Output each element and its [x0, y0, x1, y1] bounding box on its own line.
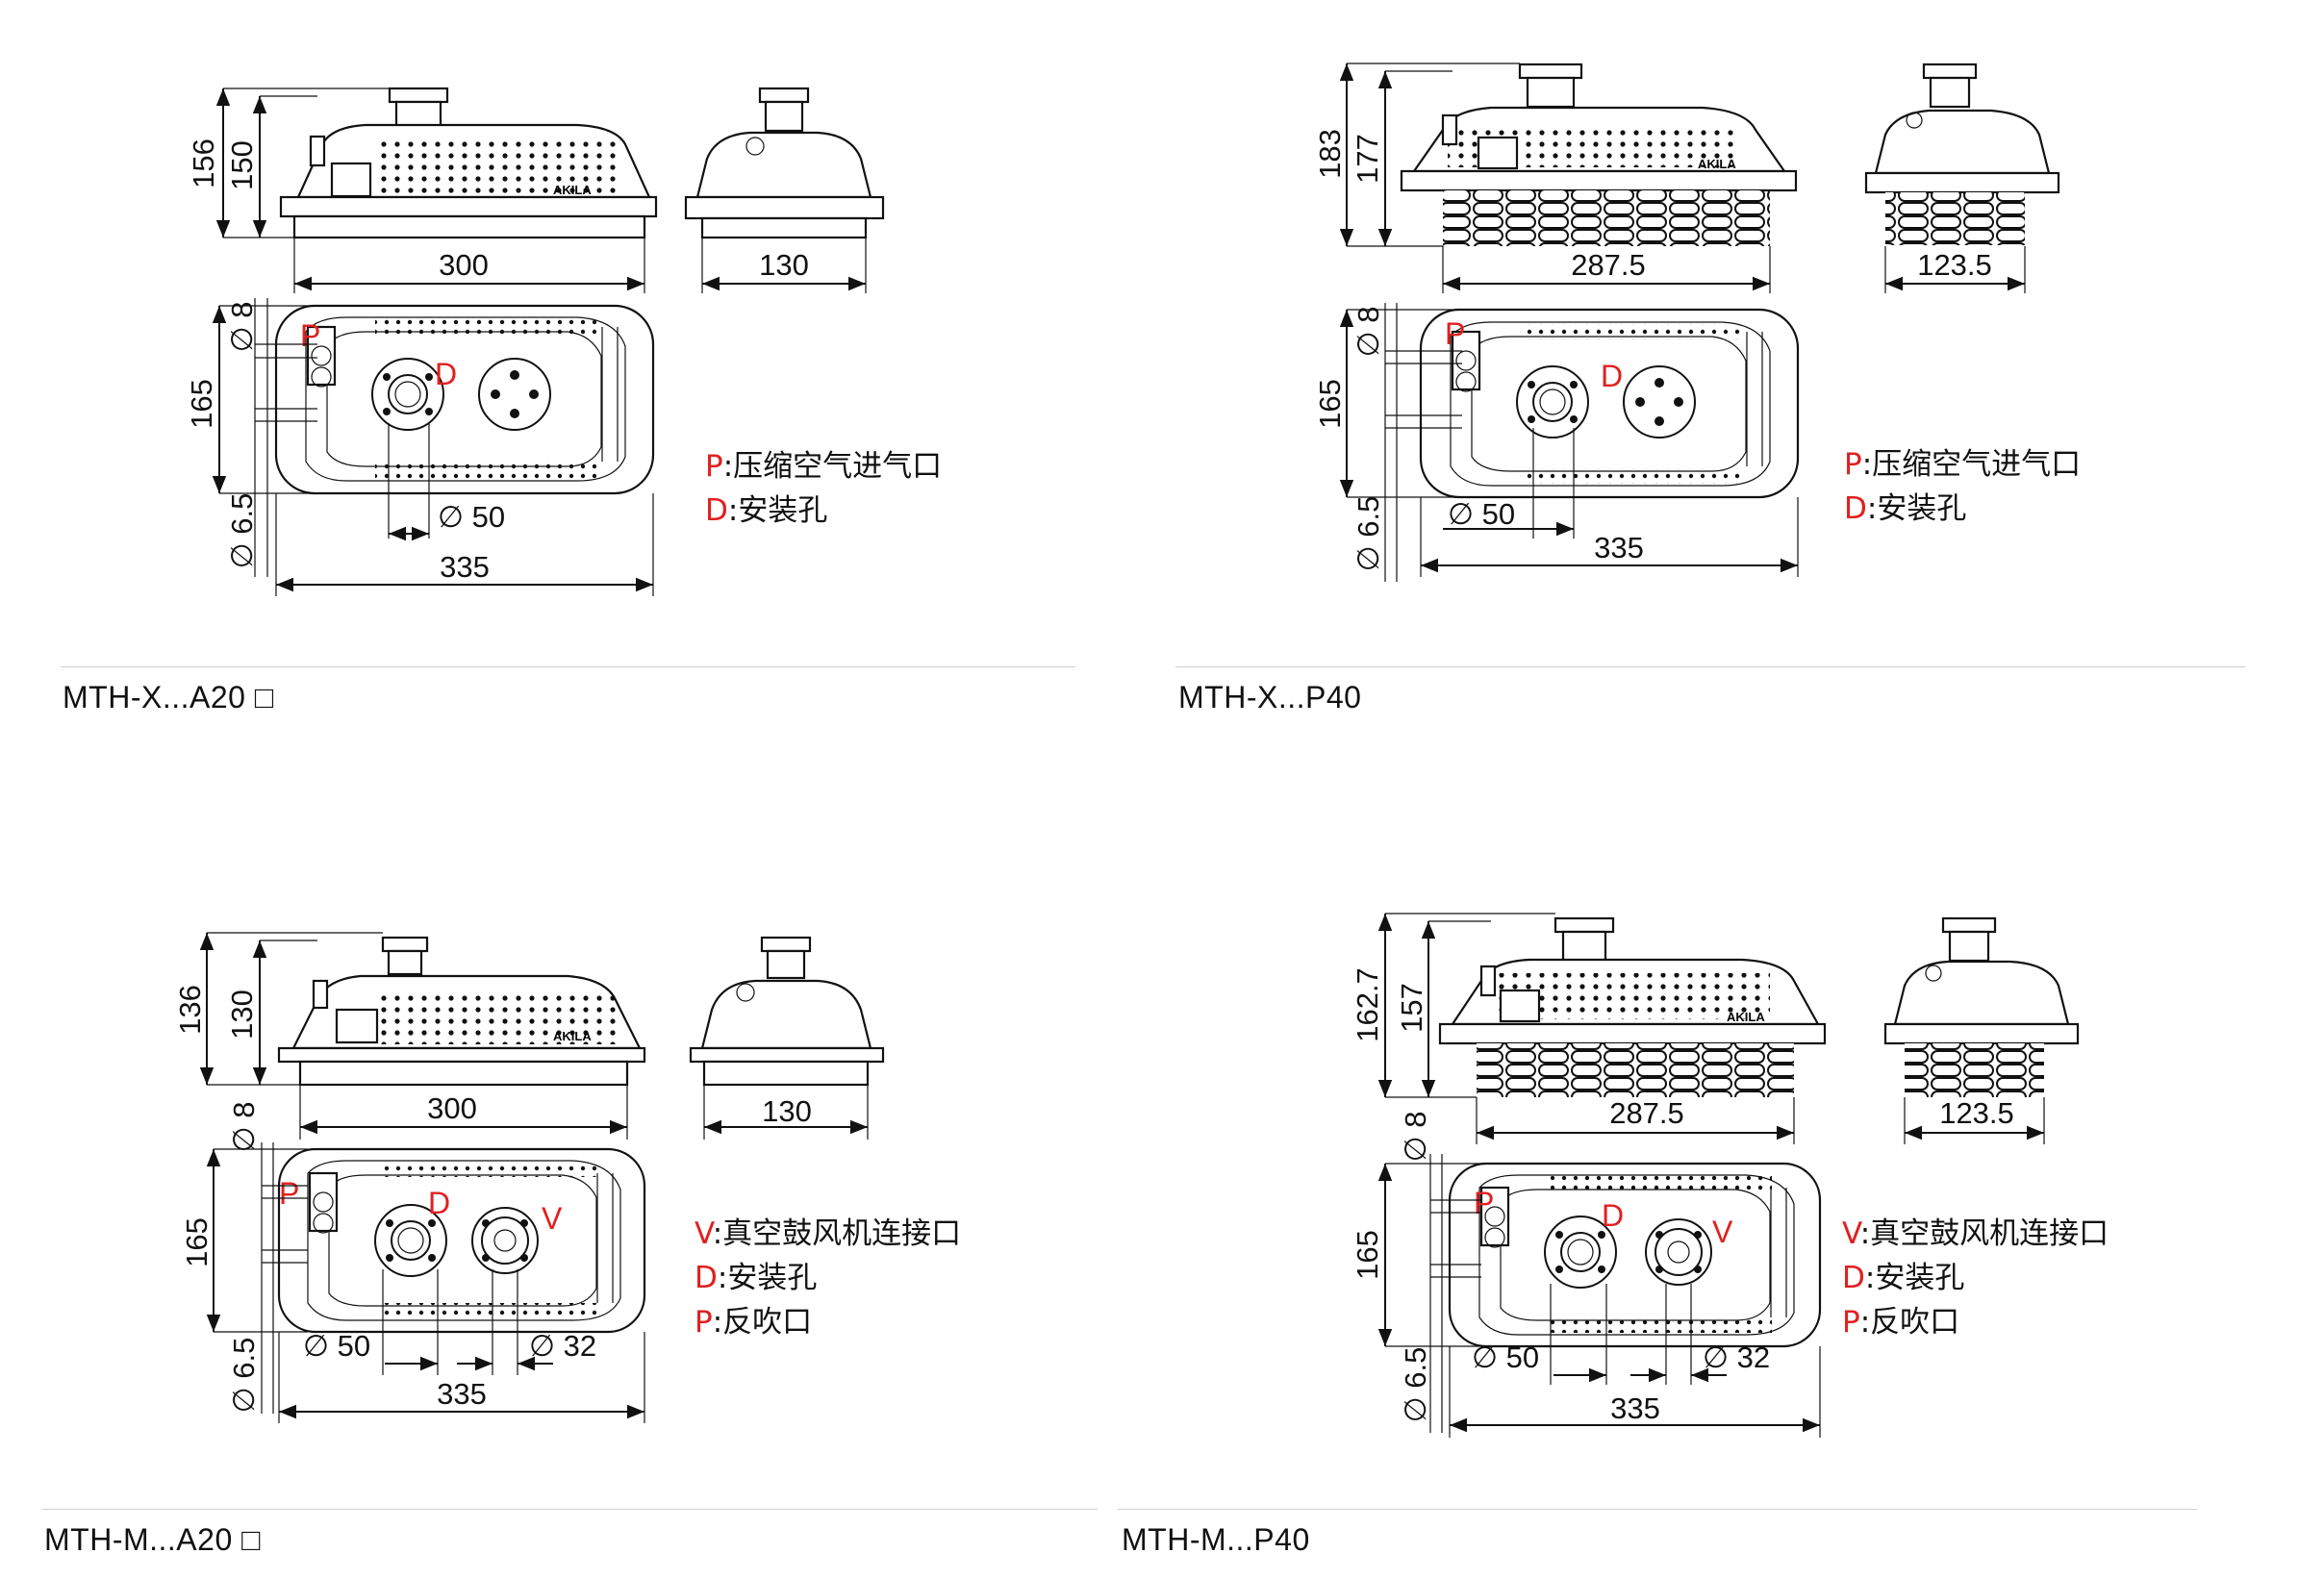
panel-1-drawing: AKILA [212, 87, 885, 596]
panel-3-drawing: AKILA [199, 932, 885, 1423]
panel-4-drawing: AKILA [1377, 913, 2080, 1438]
legend-item: D:安装孔 [695, 1261, 818, 1295]
dims-front [215, 88, 867, 293]
dim-plan-height: 165 [1351, 1230, 1384, 1280]
legend-item: D:安装孔 [1844, 491, 1967, 526]
brand-logo: AKILA [553, 183, 592, 197]
dim-plan-width: 335 [440, 550, 490, 584]
dim-side-width: 123.5 [1917, 248, 1992, 282]
model-caption: MTH-M...P40 [1122, 1522, 1310, 1557]
dim-port-diameter: ∅ 50 [303, 1329, 370, 1363]
dim-plan-width: 335 [1594, 531, 1644, 564]
label-v: V [1712, 1215, 1733, 1249]
dim-body-height: 130 [225, 990, 259, 1040]
legend-item: P:反吹口 [1842, 1305, 1960, 1340]
dim-body-height: 150 [225, 140, 259, 190]
side-view [689, 936, 885, 1087]
dims-plan [206, 1142, 645, 1423]
brand-logo: AKILA [553, 1029, 592, 1043]
model-caption: MTH-M...A20 □ [44, 1522, 261, 1557]
dim-total-height: 136 [173, 985, 207, 1035]
plan-view: P D [1419, 308, 1800, 499]
dim-top-width: 300 [439, 248, 489, 282]
brand-logo: AKILA [1727, 1010, 1765, 1024]
dim-port-diameter: ∅ 50 [438, 500, 505, 534]
dim-port2-diameter: ∅ 32 [529, 1329, 596, 1363]
legend-item: P:压缩空气进气口 [1844, 447, 2082, 482]
dim-plan-width: 335 [1610, 1391, 1660, 1425]
dim-top-width: 287.5 [1609, 1096, 1684, 1130]
dims-front [1377, 913, 2045, 1144]
side-view [684, 87, 885, 239]
dim-side-width: 123.5 [1939, 1096, 2014, 1130]
front-view: AKILA [279, 87, 658, 239]
dim-hole-top: ∅ 8 [1399, 1112, 1432, 1163]
dim-body-height: 157 [1395, 983, 1428, 1033]
dim-side-width: 130 [759, 248, 809, 282]
side-view [1883, 916, 2080, 1097]
legend-panel-1: P:压缩空气进气口 D:安装孔 [705, 444, 942, 533]
dim-top-width: 287.5 [1571, 248, 1646, 282]
legend-item: P:压缩空气进气口 [705, 449, 943, 484]
dims-plan [212, 298, 654, 596]
legend-item: D:安装孔 [705, 493, 828, 528]
dim-total-height: 162.7 [1351, 967, 1384, 1042]
dim-hole-bottom: ∅ 6.5 [1399, 1347, 1432, 1423]
dims-plan [1339, 303, 1799, 582]
label-d: D [435, 357, 457, 391]
legend-item: P:反吹口 [695, 1305, 813, 1340]
dim-port2-diameter: ∅ 32 [1703, 1341, 1770, 1374]
divider [1175, 666, 2245, 667]
dim-plan-height: 165 [180, 1217, 214, 1267]
divider [61, 666, 1075, 667]
legend-item: V:真空鼓风机连接口 [1842, 1216, 2109, 1251]
brand-logo: AKILA [1698, 157, 1736, 171]
model-caption: MTH-X...A20 □ [63, 680, 274, 714]
panel-2-drawing: AKILA [1339, 63, 2060, 582]
dim-hole-top: ∅ 8 [225, 302, 259, 353]
dims-plan [1377, 1154, 1821, 1438]
divider [1118, 1509, 2197, 1510]
label-v: V [542, 1201, 563, 1236]
dim-hole-bottom: ∅ 6.5 [227, 1338, 261, 1414]
plan-view: P D V [277, 1147, 646, 1334]
dim-total-height: 156 [187, 138, 220, 188]
legend-item: V:真空鼓风机连接口 [695, 1216, 962, 1251]
dim-side-width: 130 [762, 1094, 812, 1128]
label-d: D [1602, 1198, 1624, 1233]
dim-plan-width: 335 [437, 1377, 487, 1411]
dim-top-width: 300 [427, 1091, 477, 1125]
label-p: P [300, 318, 320, 353]
label-p: P [1474, 1186, 1494, 1220]
dim-body-height: 177 [1351, 134, 1384, 184]
legend-panel-3: V:真空鼓风机连接口 D:安装孔 P:反吹口 [695, 1212, 961, 1344]
front-view: AKILA [1438, 916, 1827, 1097]
front-view: AKILA [1400, 63, 1798, 246]
dims-front [199, 932, 869, 1140]
dims-front [1339, 63, 2026, 293]
model-caption: MTH-X...P40 [1178, 680, 1362, 714]
side-view [1864, 63, 2060, 245]
dim-plan-height: 165 [185, 379, 218, 429]
front-view: AKILA [277, 936, 646, 1087]
legend-panel-2: P:压缩空气进气口 D:安装孔 [1844, 442, 2081, 531]
label-p: P [1445, 316, 1465, 351]
plan-view: P D [274, 304, 655, 495]
dim-hole-top: ∅ 8 [1351, 307, 1385, 358]
dim-total-height: 183 [1313, 129, 1347, 179]
label-p: P [279, 1176, 299, 1211]
dim-hole-top: ∅ 8 [227, 1102, 261, 1153]
dim-hole-bottom: ∅ 6.5 [225, 493, 259, 569]
legend-panel-4: V:真空鼓风机连接口 D:安装孔 P:反吹口 [1842, 1212, 2109, 1344]
plan-view: P D V [1448, 1162, 1822, 1348]
label-d: D [1601, 359, 1623, 393]
label-d: D [428, 1186, 450, 1220]
dim-hole-bottom: ∅ 6.5 [1351, 496, 1385, 572]
dim-port-diameter: ∅ 50 [1448, 497, 1515, 531]
divider [42, 1509, 1098, 1510]
dim-plan-height: 165 [1313, 379, 1347, 429]
dim-port-diameter: ∅ 50 [1472, 1341, 1539, 1374]
legend-item: D:安装孔 [1842, 1261, 1965, 1295]
